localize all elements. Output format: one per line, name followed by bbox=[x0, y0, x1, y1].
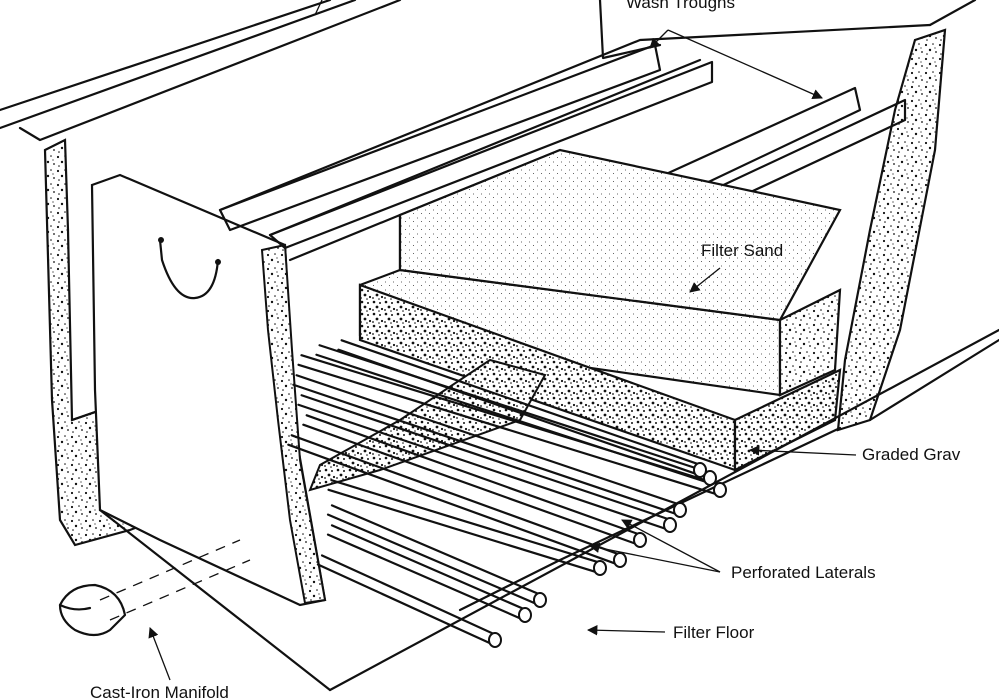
label-wash-troughs: Wash Troughs bbox=[626, 0, 735, 12]
graded-gravel-layer bbox=[358, 283, 842, 472]
lateral-pipe bbox=[297, 394, 673, 531]
lateral-pipe bbox=[326, 504, 544, 606]
lateral-pipe-end bbox=[533, 592, 547, 608]
leader-lines bbox=[148, 0, 857, 681]
cast-iron-manifold bbox=[58, 539, 251, 637]
lateral-pipe-end bbox=[613, 552, 627, 568]
lateral-pipe-end bbox=[673, 502, 687, 518]
label-manifold: Cast-Iron Manifold bbox=[90, 683, 229, 699]
lateral-pipe bbox=[326, 524, 529, 621]
lateral-pipe-end bbox=[633, 532, 647, 548]
filter-floor bbox=[98, 328, 999, 692]
lateral-pipe bbox=[327, 479, 603, 574]
lateral-pipe-end bbox=[713, 482, 727, 498]
lateral-pipe bbox=[292, 374, 683, 516]
tank-rim bbox=[0, 0, 977, 142]
label-filter-sand: Filter Sand bbox=[701, 241, 783, 260]
lateral-pipe bbox=[337, 339, 703, 476]
lateral-pipe bbox=[287, 434, 623, 566]
label-graded-gravel: Graded Grav bbox=[862, 445, 961, 464]
lateral-pipe-end bbox=[518, 607, 532, 623]
lateral-pipe bbox=[302, 414, 643, 546]
lateral-pipe bbox=[316, 554, 499, 646]
manifold-trench bbox=[308, 358, 547, 492]
label-filter-floor: Filter Floor bbox=[673, 623, 755, 642]
lateral-pipe-end bbox=[593, 560, 607, 576]
lateral-pipe-end bbox=[693, 462, 707, 478]
front-slab bbox=[90, 173, 327, 607]
lateral-pipe-end bbox=[488, 632, 502, 648]
lateral-pipe-end bbox=[663, 517, 677, 533]
label-perforated-laterals: Perforated Laterals bbox=[731, 563, 876, 582]
